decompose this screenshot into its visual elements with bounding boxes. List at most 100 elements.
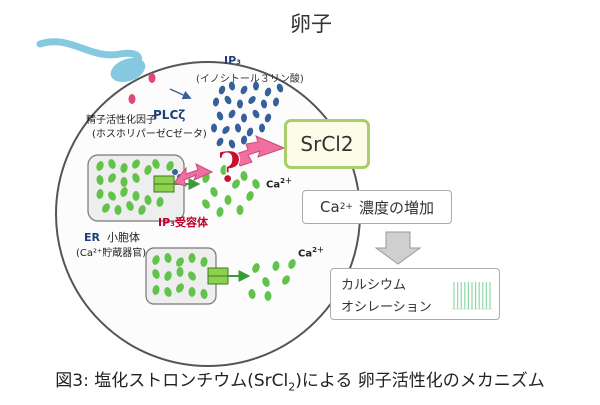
ip3-dot (264, 113, 272, 123)
srcl2-to-question-arrow (235, 135, 286, 167)
er-description: (Ca²⁺貯蔵器官) (76, 248, 147, 259)
er-ca-dot (176, 257, 184, 267)
ip3-full-name: (イノシトール３リン酸) (196, 74, 304, 85)
er-ca-dot (132, 159, 140, 169)
ca-free-dot (202, 199, 210, 209)
sperm (36, 38, 146, 83)
er-ca-dot (96, 175, 104, 185)
srcl2-box: SrCl2 (284, 119, 370, 169)
oscillation-waveform-icon (451, 278, 493, 312)
ip3-receptor-label: IP₃受容体 (158, 216, 208, 229)
er-lower-ca-dots (152, 253, 208, 299)
er-ca-dot (152, 255, 160, 265)
ca-free-dot (246, 191, 254, 201)
ca-ion-label-lower: Ca2＋ (298, 246, 324, 260)
ip3-dot (222, 126, 230, 134)
ip3-dot (212, 97, 220, 107)
ip3-dot (259, 123, 265, 133)
question-mark: ? (217, 143, 242, 192)
ca-free-dot (252, 179, 260, 189)
oscillation-label-line2: オシレーション (341, 300, 432, 315)
er-ca-dot (114, 205, 122, 215)
ip3-dot (240, 135, 248, 145)
ca-free-dot (262, 277, 270, 287)
er-ca-dot (156, 197, 164, 207)
ip3-dot (237, 99, 243, 109)
er-ca-dot (144, 195, 152, 205)
ip3-receptor-channel-upper (153, 175, 175, 193)
er-upper-ca-dots (96, 159, 174, 215)
ca-free-dot (248, 289, 256, 299)
ip3-dot (218, 85, 226, 95)
ip3-dot (228, 81, 236, 91)
plcz-label: PLCζ (153, 108, 186, 122)
er-ca-dot (96, 161, 104, 171)
plcz-to-ip3-arrow (169, 88, 192, 100)
ca-free-dot (216, 207, 224, 217)
question-to-er-arrow (173, 163, 214, 187)
er-ca-dot (152, 159, 160, 169)
er-ca-dot (152, 269, 160, 279)
ip3-dot (228, 139, 236, 149)
ip3-bound-dot (172, 169, 178, 175)
er-ca-dot (120, 163, 128, 173)
er-ca-dot (188, 253, 196, 263)
er-ca-dot (188, 271, 196, 281)
er-ca-dot (96, 189, 104, 199)
er-ca-dot (164, 287, 172, 297)
figure-caption: 図3: 塩化ストロンチウム(SrCl2)による 卵子活性化のメカニズム (55, 371, 545, 394)
er-ca-dot (120, 187, 128, 197)
ip3-dot (264, 87, 272, 97)
oscillation-label-line1: カルシウム (341, 278, 407, 293)
ca-free-dot (282, 275, 290, 285)
ca-free-dot (288, 259, 296, 269)
er-ca-dot (188, 287, 196, 297)
ca-free-dot (236, 205, 244, 215)
er-ca-dot (144, 165, 152, 175)
ca-free-dot (240, 171, 248, 181)
ip3-dot (248, 96, 256, 104)
ip3-dot (216, 111, 224, 121)
plcz-dot (148, 73, 156, 83)
ip3-dot (211, 123, 217, 133)
ip3-dot (234, 123, 242, 133)
er-ca-dot (152, 285, 160, 295)
er-ca-dot (108, 159, 116, 169)
sperm-head (110, 57, 146, 83)
plcz-full-name: (ホスホリパーゼCゼータ) (92, 129, 207, 140)
ip3-dot (216, 137, 224, 147)
ip3-dot (272, 97, 280, 107)
sperm-factor-label: 精子活性化因子 (86, 115, 156, 126)
ca-free-dot (232, 179, 240, 189)
er-ca-dot (138, 205, 146, 215)
ca-ion-label-upper: Ca2＋ (266, 177, 292, 191)
increase-to-oscillation-arrow (374, 231, 422, 265)
er-ca-dot (132, 191, 140, 201)
ip3-dot (240, 85, 248, 95)
er-ca-dot (200, 289, 208, 299)
er-ca-dot (164, 271, 172, 281)
er-ca-dot (176, 267, 184, 277)
er-ca-dot (126, 201, 134, 211)
er-label: ER 小胞体 (84, 231, 140, 244)
ip3-dot (246, 127, 254, 137)
er-ca-dot (166, 161, 174, 171)
ip3-dot (260, 99, 268, 109)
er-ca-dot (200, 257, 208, 267)
ip3-dot (224, 95, 232, 105)
ip3-dot-cluster (211, 81, 284, 149)
er-ca-dot (120, 177, 128, 187)
er-ca-dot (164, 253, 172, 263)
ca-free-dot (252, 263, 260, 273)
er-ca-dot (108, 191, 116, 201)
ca-free-dot (264, 291, 272, 301)
ca-free-dot (210, 187, 218, 197)
plcz-dot (128, 94, 136, 104)
ca-released-lower (248, 259, 296, 301)
egg-label: 卵子 (290, 12, 332, 36)
ca-released-upper (202, 165, 260, 217)
ip3-dot (252, 109, 260, 119)
